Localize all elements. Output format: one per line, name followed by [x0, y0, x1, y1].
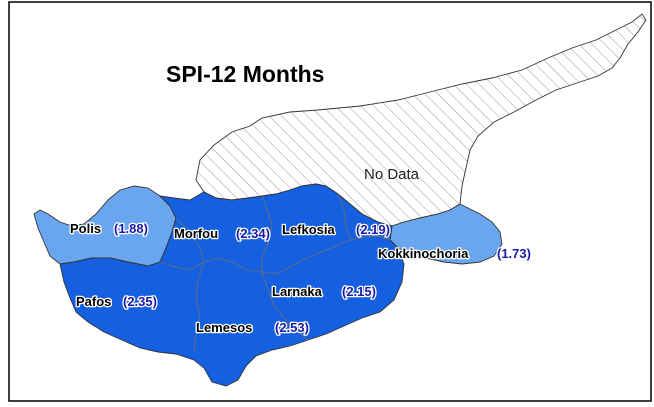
region-dark-south	[59, 183, 405, 387]
region-label-lefkosia: Lefkosia (2.19)	[281, 221, 392, 239]
region-label-kokkinochoria: Kokkinochoria (1.73)	[377, 245, 533, 263]
region-label-lemesos: Lemesos (2.53)	[195, 319, 311, 337]
no-data-label: No Data	[364, 166, 420, 183]
region-label-morfou: Morfou (2.34)	[173, 225, 272, 243]
region-name-larnaka: Larnaka	[272, 284, 323, 299]
region-name-polis: Polis	[70, 221, 101, 236]
region-name-kokkinochoria: Kokkinochoria	[378, 246, 469, 261]
region-value-morfou: (2.34)	[236, 226, 270, 241]
region-label-larnaka: Larnaka (2.15)	[271, 283, 378, 301]
region-name-lefkosia: Lefkosia	[282, 222, 336, 237]
region-label-pafos: Pafos (2.35)	[75, 293, 159, 311]
region-value-larnaka: (2.15)	[342, 284, 376, 299]
region-value-polis: (1.88)	[114, 221, 148, 236]
map-title: SPI-12 Months	[166, 61, 324, 87]
region-kokkinochoria	[389, 203, 503, 265]
region-value-kokkinochoria: (1.73)	[497, 246, 531, 261]
district-boundaries	[159, 193, 391, 353]
region-value-lefkosia: (2.19)	[356, 222, 390, 237]
region-name-lemesos: Lemesos	[196, 320, 252, 335]
region-value-lemesos: (2.53)	[275, 320, 309, 335]
region-name-pafos: Pafos	[76, 294, 111, 309]
region-name-morfou: Morfou	[174, 226, 218, 241]
region-label-polis: Polis (1.88)	[69, 220, 150, 238]
region-value-pafos: (2.35)	[123, 294, 157, 309]
